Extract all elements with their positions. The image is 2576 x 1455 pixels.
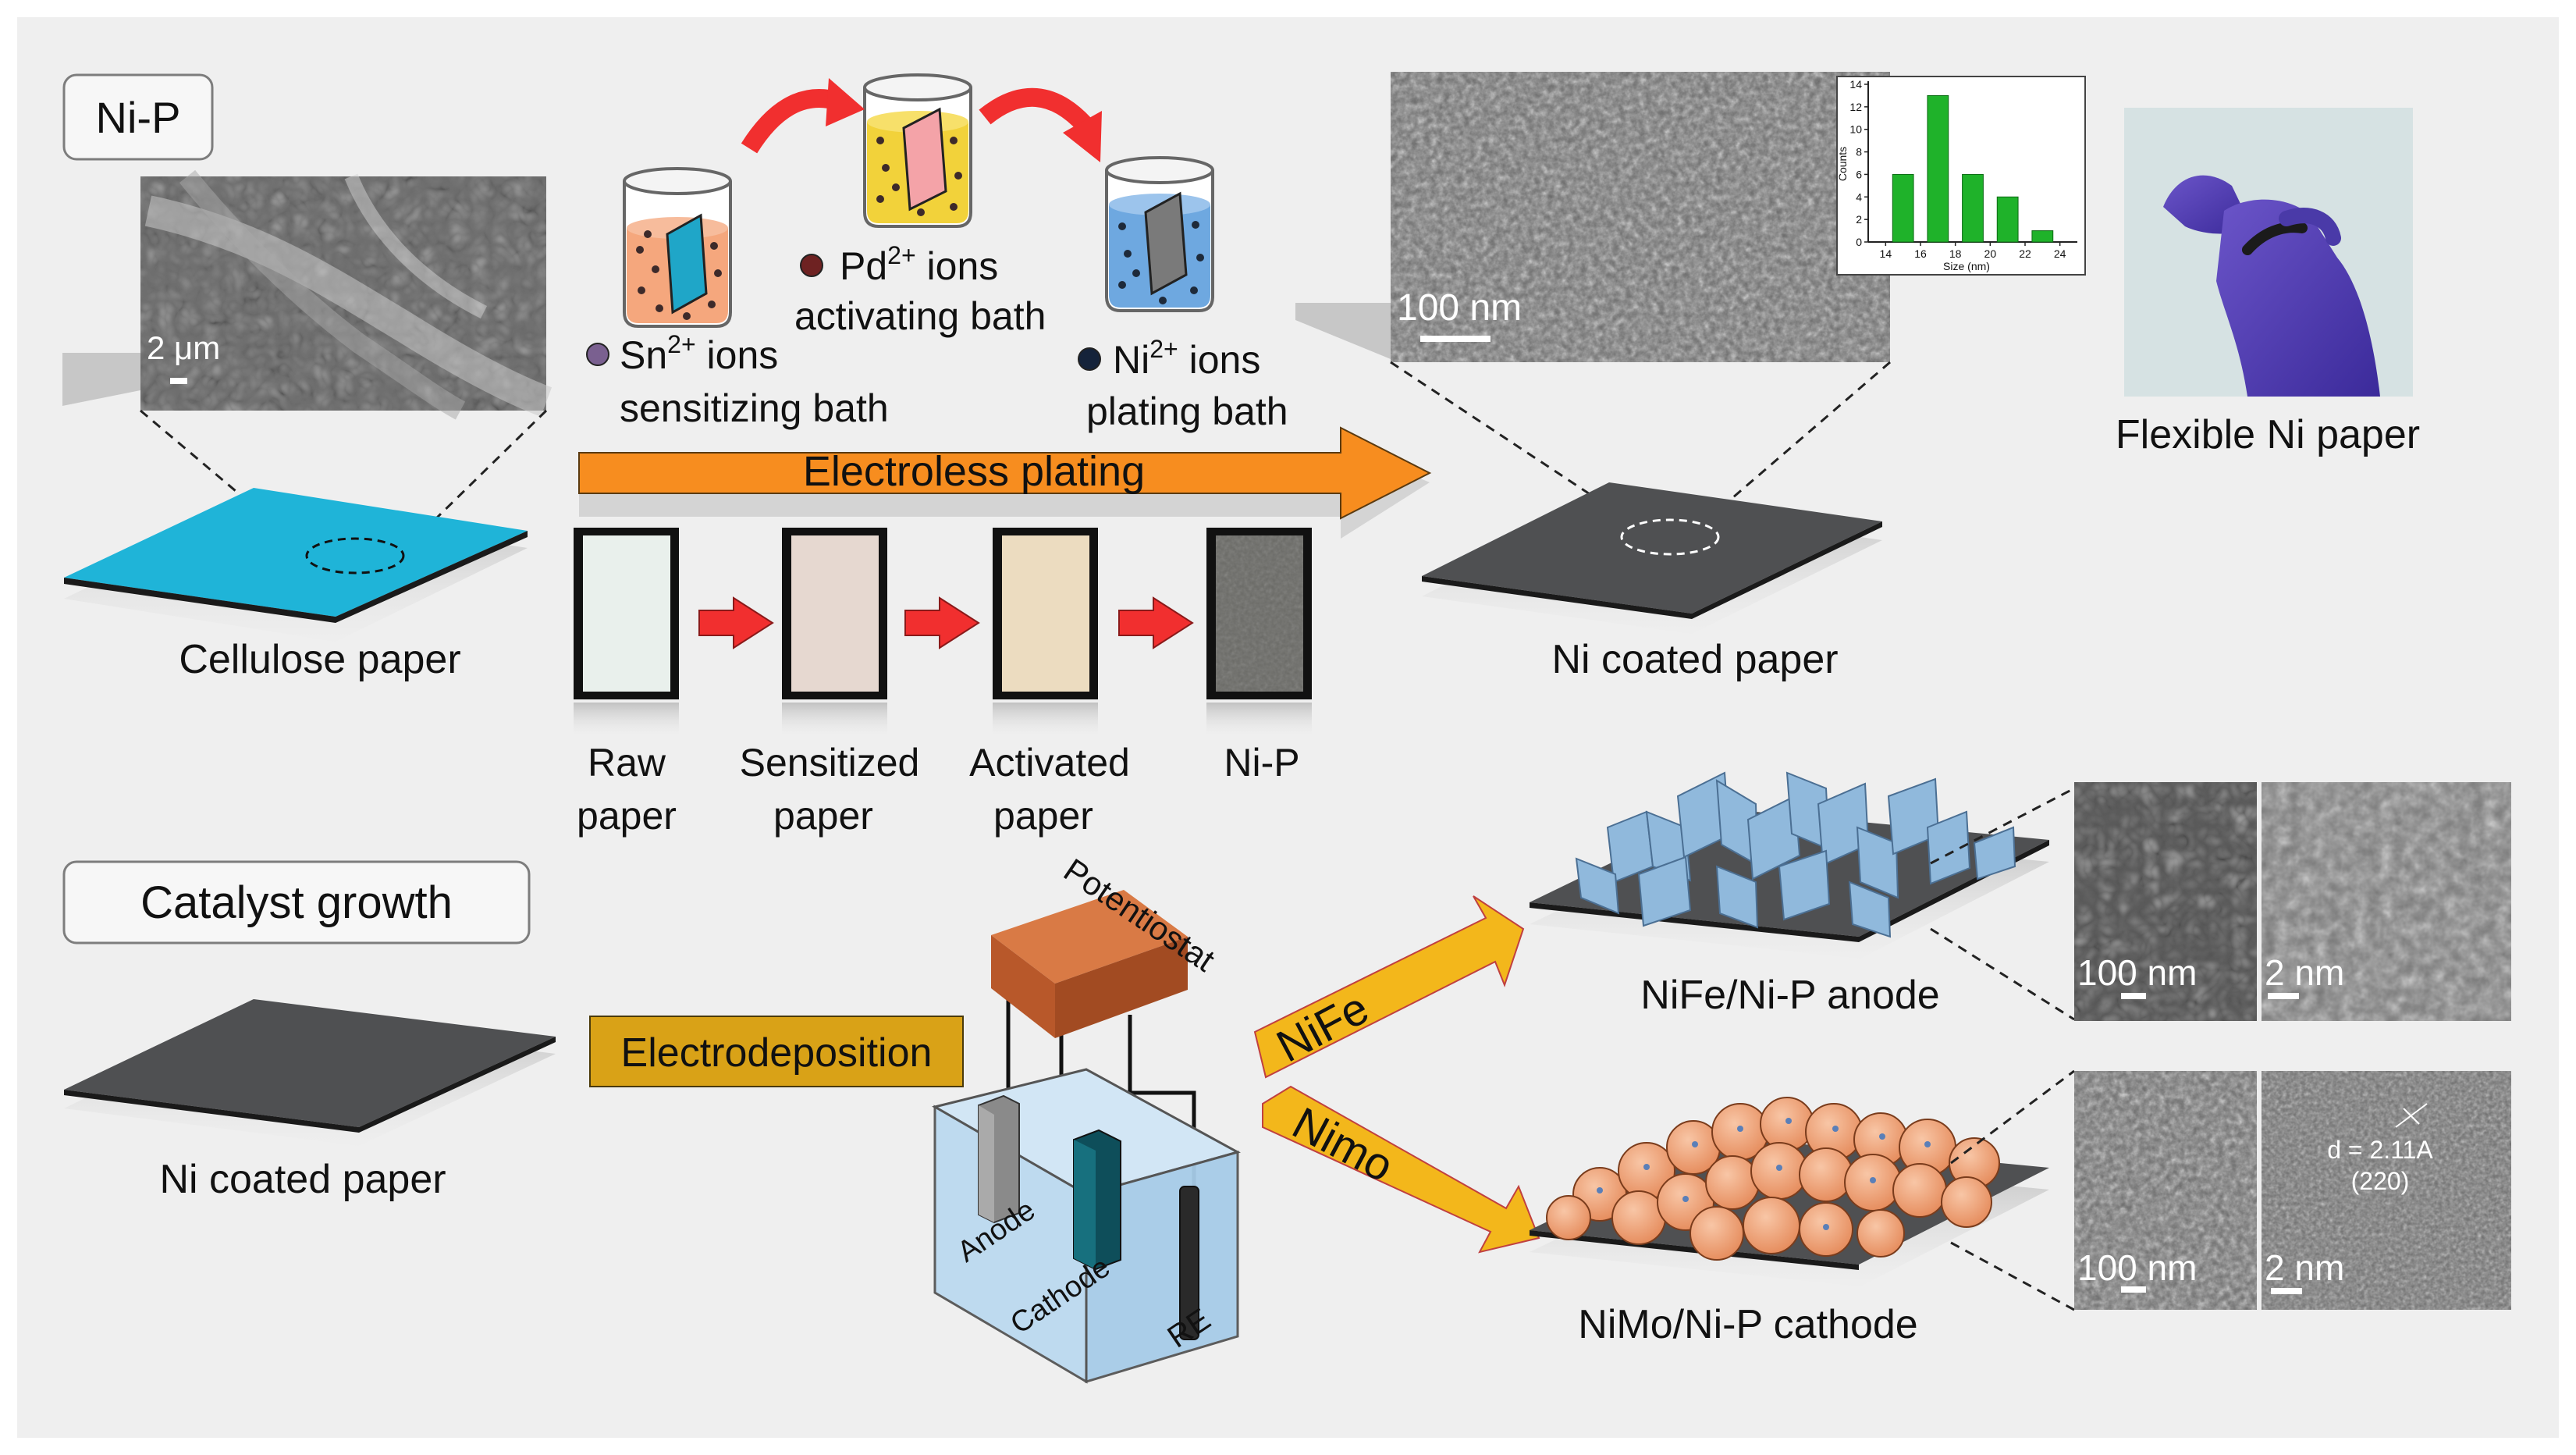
curved-arrow-head [1063, 111, 1102, 162]
histogram-x-tick-label: 16 [1914, 247, 1927, 260]
histogram-x-tick-label: 24 [2054, 247, 2066, 260]
sn-bath-line2: sensitizing bath [620, 386, 889, 430]
cellulose-sem-image: 2 μm [62, 169, 553, 420]
histogram-bar [2031, 230, 2054, 243]
nimo-sem-micrograph: 100 nm [2074, 1071, 2257, 1310]
catalyst-badge-text: Catalyst growth [140, 877, 453, 928]
catalyst-section-badge: Catalyst growth [62, 860, 531, 945]
pd-activating-beaker [863, 73, 972, 228]
step-activated-line1: Activated [969, 741, 1130, 784]
step-nip-line1: Ni-P [1224, 741, 1299, 784]
zoom-line [1950, 1241, 2075, 1311]
electroless-plating-label: Electroless plating [803, 448, 1145, 495]
curved-arrow [741, 89, 842, 154]
nimo-cathode-model [1530, 1097, 2049, 1286]
nimo-sem-scale: 100 nm [2077, 1247, 2197, 1288]
nimo-tem-scale: 2 nm [2265, 1247, 2344, 1288]
histogram-y-tick-label: 6 [1856, 168, 1862, 180]
ni-coated-paper-label: Ni coated paper [1551, 637, 1838, 682]
flexible-ni-paper-photo [2124, 108, 2413, 397]
nife-anode-label: NiFe/Ni-P anode [1640, 973, 1939, 1018]
pd-bath-label: Pd2+ ions activating bath [794, 241, 1046, 338]
svg-text:Sn2+ ions: Sn2+ ions [620, 330, 778, 377]
histogram-bar [1996, 196, 2019, 243]
electrodeposition-box: Electrodeposition [589, 1016, 964, 1087]
zoom-line [1704, 361, 1891, 523]
step-activated-line2: paper [993, 794, 1093, 838]
step-arrow [904, 596, 980, 649]
d-spacing-label: d = 2.11A [2327, 1136, 2433, 1164]
cellulose-scale-label: 2 μm [147, 329, 220, 366]
step-raw-line1: Raw [588, 741, 666, 784]
nimo-cathode-label: NiMo/Ni-P cathode [1578, 1302, 1917, 1347]
step-sensitized-line2: paper [773, 794, 873, 838]
step-sensitized-line1: Sensitized [740, 741, 920, 784]
electrodeposition-label: Electrodeposition [621, 1030, 933, 1076]
histogram-y-tick-label: 8 [1856, 146, 1862, 158]
catalyst-ni-paper-sheet [64, 999, 556, 1146]
histogram-bar [1927, 94, 1949, 243]
cellulose-paper-sheet [64, 488, 528, 642]
nife-tem-micrograph: 2 nm [2262, 782, 2511, 1021]
nife-sem-micrograph: 100 nm [2074, 782, 2257, 1021]
nimo-tem-micrograph: 2 nm d = 2.11A (220) [2262, 1071, 2511, 1310]
nife-sem-scale: 100 nm [2077, 952, 2197, 993]
nip-paper-strip [1206, 528, 1312, 734]
zoom-line [1950, 1069, 2075, 1165]
nip-section-badge: Ni-P [62, 73, 214, 161]
nife-anode-model [1530, 771, 2049, 959]
catalyst-paper-label: Ni coated paper [159, 1157, 446, 1202]
activated-paper-strip [993, 528, 1098, 734]
histogram-x-tick-label: 20 [1984, 247, 1997, 260]
curved-arrow [979, 87, 1092, 132]
histogram-x-tick-label: 14 [1880, 247, 1892, 260]
electrochemical-cell: Potentiostat Anode Cathode RE [932, 851, 1241, 1384]
svg-text:Ni2+ ions: Ni2+ ions [1113, 335, 1260, 382]
nife-tem-scale: 2 nm [2265, 952, 2344, 993]
flexible-ni-paper-label: Flexible Ni paper [2116, 412, 2420, 457]
zoom-line [1930, 927, 2075, 1021]
histogram-y-tick-label: 0 [1856, 236, 1862, 248]
histogram-bar [1962, 173, 1984, 243]
histogram-bar [1892, 173, 1914, 243]
histogram-x-tick-label: 22 [2019, 247, 2031, 260]
step-raw-line2: paper [577, 794, 677, 838]
electroless-plating-arrow: Electroless plating [578, 426, 1432, 539]
histogram-y-tick-label: 2 [1856, 213, 1862, 226]
sn-bath-label: Sn2+ ions sensitizing bath [586, 330, 889, 430]
cellulose-paper-label: Cellulose paper [179, 637, 460, 682]
histogram-y-tick-label: 4 [1856, 190, 1862, 203]
histogram-y-tick-label: 12 [1849, 101, 1862, 113]
histogram-y-tick-label: 10 [1849, 123, 1862, 136]
nip-badge-text: Ni-P [96, 93, 181, 142]
curved-arrow-head [826, 78, 865, 126]
ni-bath-label: Ni2+ ions plating bath [1078, 335, 1288, 433]
pd-bath-line2: activating bath [794, 294, 1046, 338]
ni-bath-line2: plating bath [1086, 390, 1288, 433]
zoom-line [1930, 787, 2075, 865]
raw-paper-strip [574, 528, 679, 734]
histogram-ylabel: Counts [1836, 147, 1849, 181]
histogram-xlabel: Size (nm) [1943, 260, 1990, 272]
ni-coated-sem-image: 100 nm [1295, 72, 1890, 362]
step-arrow [698, 596, 774, 649]
histogram-x-tick-label: 18 [1949, 247, 1962, 260]
svg-text:Pd2+ ions: Pd2+ ions [840, 241, 998, 288]
sensitized-paper-strip [782, 528, 887, 734]
step-arrow [1118, 596, 1194, 649]
plane-label: (220) [2351, 1167, 2410, 1195]
ni-coated-paper-sheet [1422, 482, 1882, 634]
histogram-y-tick-label: 14 [1849, 78, 1862, 91]
sn-sensitizing-beaker [623, 167, 732, 328]
ni-plating-beaker [1105, 156, 1214, 312]
ni-coated-scale-label: 100 nm [1397, 287, 1522, 329]
